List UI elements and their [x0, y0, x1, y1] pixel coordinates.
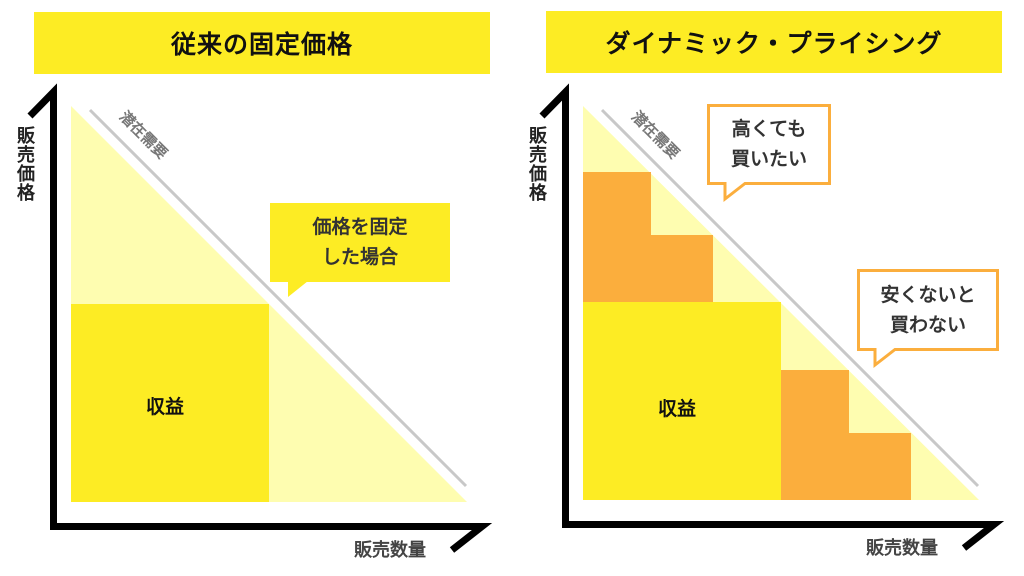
x-axis-label: 販売数量 — [866, 538, 938, 559]
fixed-price-title: 従来の固定価格 — [34, 12, 490, 74]
revenue-label: 収益 — [658, 398, 697, 420]
fixed-price-diagram — [27, 83, 493, 553]
fixed-price-callout-bubble — [270, 203, 450, 297]
revenue-area — [71, 304, 269, 502]
revenue-label: 収益 — [146, 396, 185, 418]
callout-line-1: 安くないと — [880, 284, 976, 306]
y-axis-label: 販売価格 — [14, 126, 35, 202]
callout-line-2: 買わない — [889, 314, 966, 336]
dynamic-pricing-title: ダイナミック・プライシング — [546, 11, 1002, 73]
dynamic-pricing-diagram — [539, 83, 1005, 551]
x-axis-label: 販売数量 — [354, 540, 426, 561]
callout-line-2: 買いたい — [730, 148, 807, 170]
demand-line — [88, 108, 468, 488]
y-axis-label: 販売価格 — [526, 126, 547, 202]
high-price-step-1 — [583, 172, 651, 302]
y-axis-arrow-icon — [539, 83, 569, 525]
low-price-step-1 — [781, 370, 849, 500]
revenue-area — [583, 302, 781, 500]
fixed-price-callout-text: 価格を固定 した場合 — [270, 212, 450, 272]
callout-line-1: 高くても — [731, 118, 807, 140]
high-price-step-2 — [651, 235, 713, 302]
high-price-callout-bubble — [707, 104, 831, 203]
callout-line-1: 価格を固定 — [312, 216, 408, 238]
callout-line-2: した場合 — [321, 246, 398, 268]
x-axis-arrow-icon — [50, 523, 493, 553]
y-axis-arrow-icon — [27, 83, 57, 527]
low-price-callout-bubble — [857, 269, 999, 369]
low-price-step-2 — [849, 433, 911, 500]
x-axis-arrow-icon — [562, 521, 1005, 551]
low-price-callout-text: 安くないと 買わない — [858, 280, 998, 340]
high-price-callout-text: 高くても 買いたい — [708, 114, 830, 174]
demand-line — [600, 108, 980, 488]
